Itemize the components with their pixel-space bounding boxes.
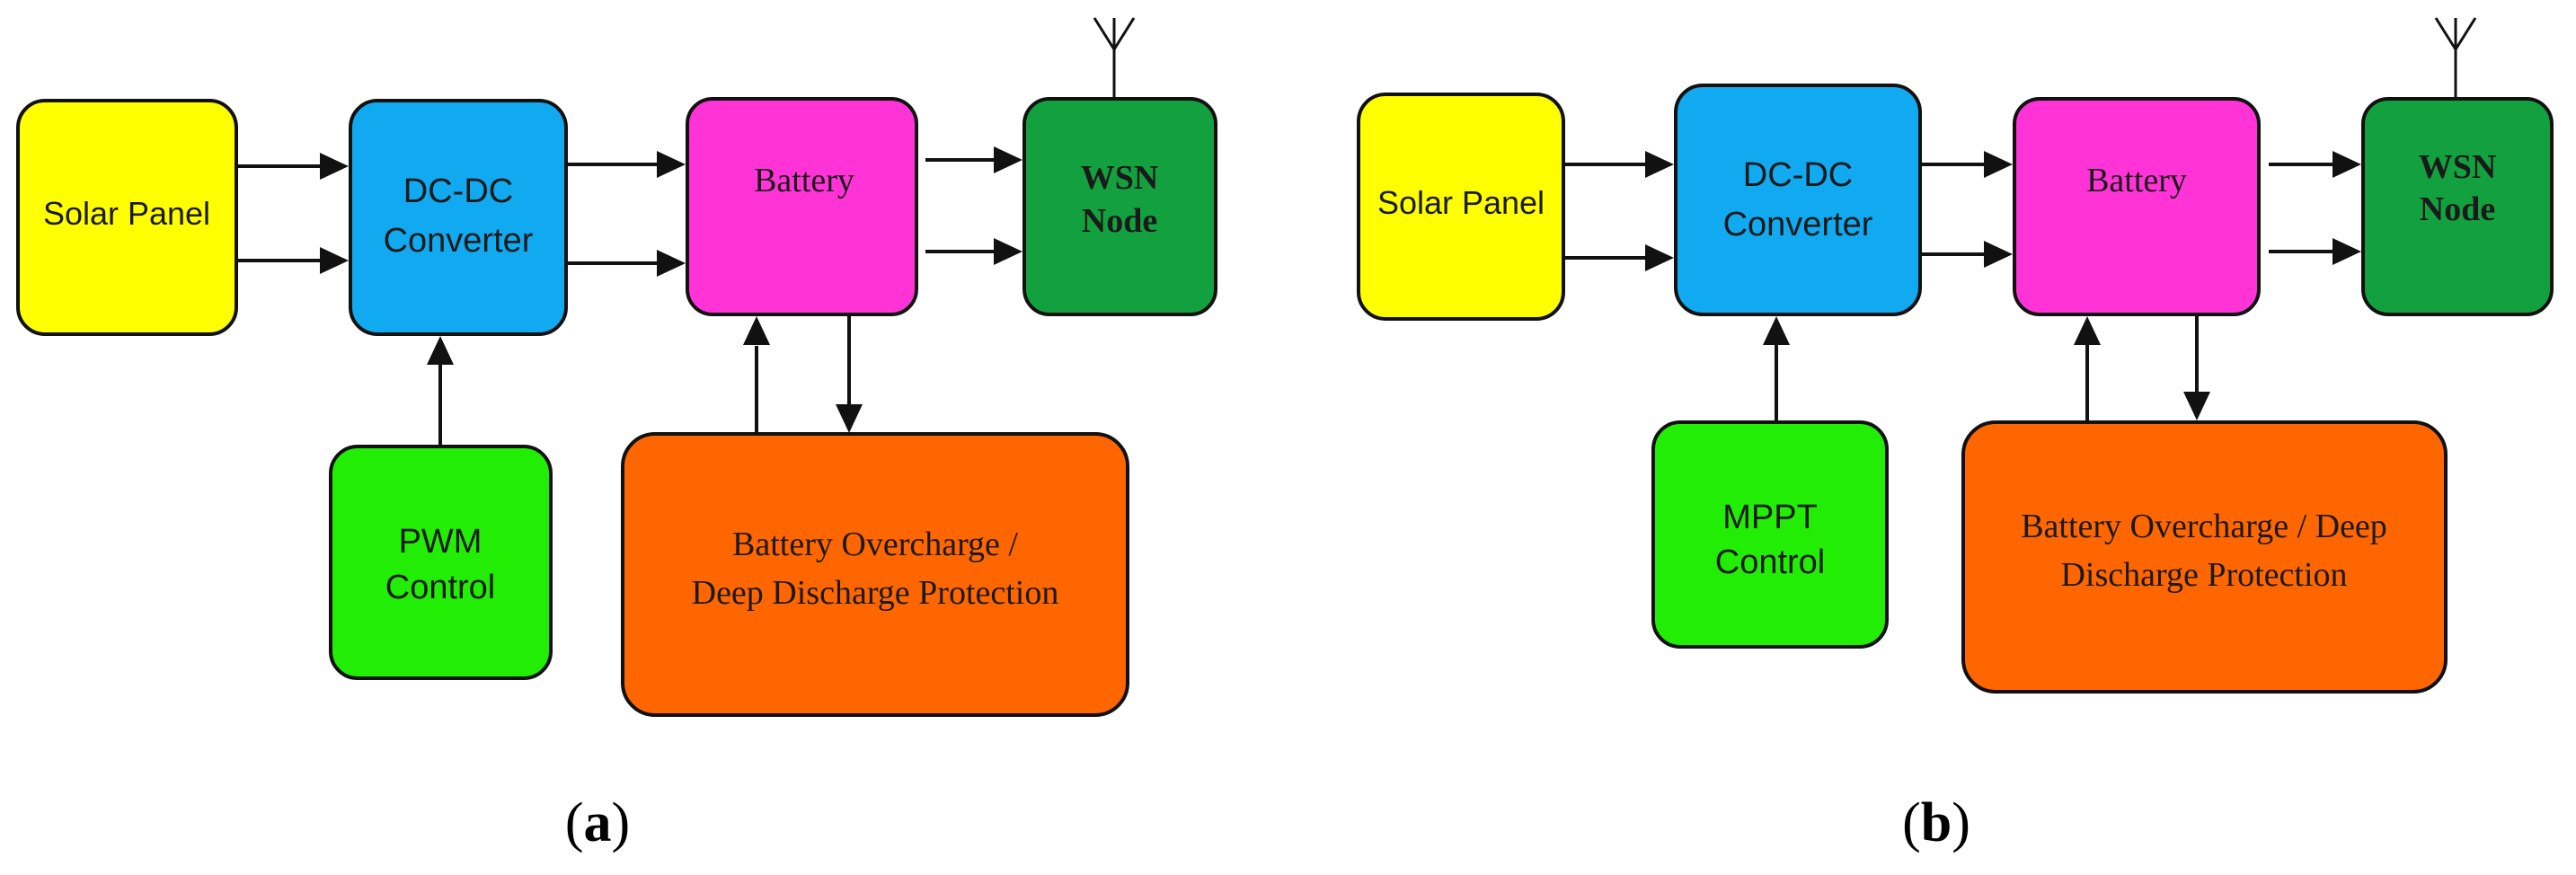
wsn-label-line2: Node — [2420, 190, 2495, 228]
solar-panel-block: Solar Panel — [16, 99, 238, 336]
battery-block: Battery — [686, 97, 918, 316]
dc-dc-converter-block: DC-DC Converter — [349, 99, 568, 336]
converter-label-line1: DC-DC — [1743, 156, 1853, 194]
control-label-line2: Control — [385, 569, 496, 606]
solar-panel-label: Solar Panel — [43, 195, 210, 232]
converter-label-line2: Converter — [1723, 206, 1873, 243]
control-label-line1: PWM — [399, 523, 482, 561]
panel-b: Solar Panel DC-DC Converter Battery WSN … — [1357, 17, 2554, 853]
pwm-control-block: PWM Control — [329, 445, 553, 680]
converter-label-line1: DC-DC — [403, 172, 513, 210]
connector-arrows — [1563, 151, 2361, 422]
mppt-control-block: MPPT Control — [1651, 420, 1889, 649]
dc-dc-converter-block: DC-DC Converter — [1674, 84, 1922, 316]
wsn-label-line1: WSN — [2419, 148, 2497, 186]
converter-label-line2: Converter — [384, 222, 534, 260]
panel-b-caption: (b) — [1902, 792, 1970, 853]
solar-panel-block: Solar Panel — [1357, 93, 1565, 321]
protection-label-line1: Battery Overcharge / Deep — [2021, 508, 2387, 545]
control-label-line2: Control — [1715, 544, 1826, 581]
protection-label-line2: Deep Discharge Protection — [692, 574, 1059, 612]
panel-a-caption: (a) — [565, 792, 630, 853]
antenna-icon — [1093, 17, 1136, 99]
solar-panel-label: Solar Panel — [1377, 184, 1545, 221]
battery-block: Battery — [2013, 97, 2261, 316]
wsn-label-line2: Node — [1082, 202, 1157, 240]
wsn-node-block: WSN Node — [1022, 97, 1217, 316]
antenna-icon — [2434, 17, 2477, 99]
panel-a: Solar Panel DC-DC Converter Battery WSN … — [16, 17, 1217, 853]
protection-label-line1: Battery Overcharge / — [732, 526, 1018, 563]
protection-block: Battery Overcharge / Deep Discharge Prot… — [1961, 420, 2448, 694]
control-label-line1: MPPT — [1722, 499, 1818, 536]
protection-label-line2: Discharge Protection — [2060, 556, 2347, 594]
wsn-label-line1: WSN — [1081, 159, 1159, 197]
battery-label: Battery — [754, 162, 854, 199]
battery-label: Battery — [2086, 162, 2187, 199]
wsn-node-block: WSN Node — [2361, 97, 2554, 316]
protection-block: Battery Overcharge / Deep Discharge Prot… — [621, 432, 1129, 717]
connector-arrows — [236, 146, 1022, 446]
